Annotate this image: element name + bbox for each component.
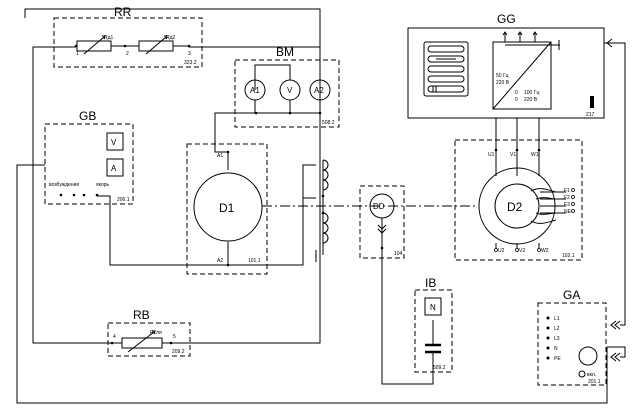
feed-arrows — [606, 38, 621, 362]
field-winding — [321, 159, 329, 244]
block-d2: D2 U1 V1 W1 U2 V2 W2 F1 F2 F3 NE 102.1 — [454, 139, 583, 261]
motor-d2-outer — [478, 167, 556, 245]
d2-label: D2 — [507, 200, 523, 214]
d1-a1-label: A1 — [217, 153, 223, 159]
gg-zero-1: 0 — [515, 90, 518, 96]
dd-label: DD — [373, 202, 385, 211]
rr-label: RR — [114, 5, 132, 19]
bm-a1-label: A1 — [250, 86, 260, 95]
block-gg: GG 50 Гц 220 В 100 Гц 220 В 0 0 217 — [407, 12, 605, 119]
rb-label: RB — [133, 308, 150, 322]
rr-pin-2: 2 — [126, 51, 129, 57]
bm-code: 508.2 — [322, 120, 335, 126]
d2-u1: U1 — [488, 152, 495, 158]
gg-converter — [492, 41, 552, 110]
gb-voltmeter — [106, 132, 124, 151]
ga-l1: L1 — [554, 316, 560, 322]
block-bm: BM A1 V A2 508.2 — [234, 45, 340, 128]
bm-label: BM — [276, 45, 294, 59]
block-dd: DD 104 — [359, 185, 405, 259]
gg-slot-3[interactable] — [427, 65, 465, 73]
rd1-label: Rд1 — [104, 35, 114, 41]
bm-a2-label: A2 — [314, 86, 324, 95]
gb-armature-label: якорь — [96, 182, 110, 188]
gg-slot-5[interactable] — [427, 85, 465, 93]
ib-code: 509.2 — [433, 365, 446, 371]
block-rb: RB Rсля 4 5 209.2 — [97, 308, 191, 357]
resistor-rslya[interactable] — [121, 337, 163, 349]
bm-v-label: V — [287, 86, 293, 95]
d1-label: D1 — [219, 201, 235, 215]
rb-code: 209.2 — [172, 349, 185, 355]
gb-a-label: A — [111, 164, 117, 173]
gb-ammeter — [106, 158, 124, 177]
gg-zero-2: 0 — [515, 97, 518, 103]
d2-v2: V2 — [519, 248, 525, 254]
ga-code: 201.1 — [588, 379, 601, 385]
gg-slot-2[interactable] — [427, 55, 465, 63]
ga-on-indicator — [578, 370, 586, 378]
gg-freq-1: 50 Гц — [496, 73, 509, 79]
ga-label: GA — [563, 288, 580, 302]
voltmeter-v — [279, 79, 301, 101]
gg-label: GG — [497, 12, 516, 26]
d2-f2: F2 — [564, 195, 570, 201]
motor-d2[interactable] — [494, 183, 540, 229]
d2-u2: U2 — [498, 248, 505, 254]
ga-l2: L2 — [554, 326, 560, 332]
gb-excitation-label: возбуждение — [49, 182, 79, 188]
block-ib: IB N 509.2 — [414, 276, 453, 373]
block-ga: GA L1 L2 L3 N PE вкл. 201.1 — [537, 288, 607, 386]
ib-key-label: N — [430, 303, 436, 312]
gg-slot-1[interactable] — [427, 45, 465, 53]
gb-code: 206.1 — [117, 197, 130, 203]
gg-switch-panel — [423, 41, 469, 97]
d2-code: 102.1 — [562, 253, 575, 259]
gb-label: GB — [79, 109, 96, 123]
motor-d1[interactable] — [193, 172, 263, 242]
ib-key[interactable] — [424, 297, 442, 316]
gg-freq-2: 100 Гц — [524, 90, 539, 96]
d2-v1: V1 — [510, 152, 516, 158]
gb-v-label: V — [111, 138, 117, 147]
d1-code: 101.1 — [248, 258, 261, 264]
rb-pin-5: 5 — [173, 334, 176, 340]
ib-label: IB — [425, 276, 436, 290]
wiring — [16, 8, 626, 404]
d2-f1: F1 — [564, 188, 570, 194]
d2-w2: W2 — [541, 248, 549, 254]
block-gb: GB V A возбуждение якорь 206.1 — [44, 109, 134, 205]
gg-code: 217 — [586, 112, 595, 118]
ga-on-label: вкл. — [587, 372, 596, 378]
rb-pin-4: 4 — [113, 334, 116, 340]
gg-volt-2: 220 В — [524, 97, 538, 103]
ga-pe: PE — [554, 356, 561, 362]
block-rr: RR Rд1 Rд2 1 2 3 323.2 — [53, 5, 203, 68]
rr-pin-1: 1 — [76, 51, 79, 57]
rd2-label: Rд2 — [166, 35, 176, 41]
gg-volt-1: 220 В — [496, 80, 510, 86]
d2-f3: F3 — [564, 202, 570, 208]
rr-pin-3: 3 — [188, 51, 191, 57]
gg-slot-4[interactable] — [427, 75, 465, 83]
ga-l3: L3 — [554, 336, 560, 342]
ga-n: N — [554, 346, 558, 352]
d2-ne: NE — [564, 209, 572, 215]
dd-code: 104 — [394, 251, 403, 257]
rr-code: 323.2 — [184, 60, 197, 66]
block-d1: D1 A1 A2 101.1 — [186, 143, 268, 275]
ga-power-knob[interactable] — [578, 346, 598, 366]
d2-w1: W1 — [531, 152, 539, 158]
gg-power-switch[interactable] — [590, 96, 594, 108]
rb-r-label: Rсля — [150, 330, 162, 336]
d1-a2-label: A2 — [217, 258, 223, 264]
